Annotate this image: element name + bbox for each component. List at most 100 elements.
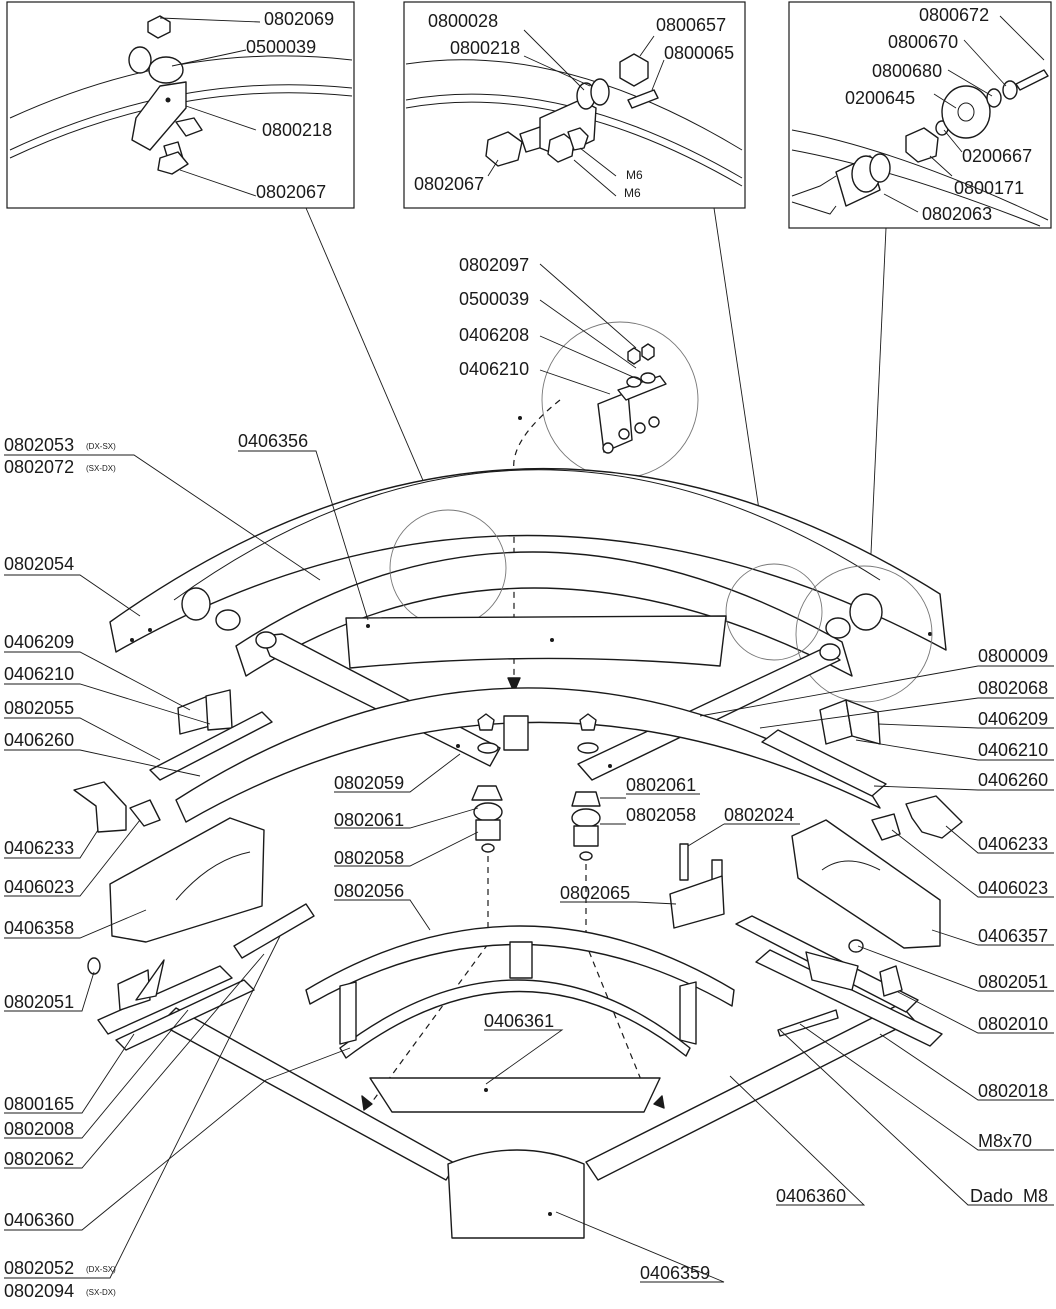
label-m8x70: M8x70 xyxy=(978,1131,1032,1151)
label-0802052-note: (DX-SX) xyxy=(86,1265,116,1274)
label-0802058-b: 0802058 xyxy=(626,805,696,825)
label-0800670: 0800670 xyxy=(888,32,958,52)
label-0802052: 0802052 xyxy=(4,1258,74,1278)
hardware-stack-right xyxy=(503,713,651,1103)
panel-0406361 xyxy=(369,1077,661,1113)
left-slide-assembly xyxy=(87,903,315,1051)
leaders-middle xyxy=(334,753,866,1283)
label-0802072-note: (SX-DX) xyxy=(86,464,116,473)
nut-right xyxy=(825,617,851,639)
label-0802053-note: (DX-SX) xyxy=(86,442,116,451)
detail-leader-1 xyxy=(305,207,441,521)
detail-box-roller xyxy=(788,1,1052,229)
label-0406358: 0406358 xyxy=(4,918,74,938)
clip-0406023-left xyxy=(129,799,161,827)
label-0802061-a: 0802061 xyxy=(334,810,404,830)
detail-ring-3 xyxy=(795,565,933,703)
clip-0406023-right xyxy=(871,813,901,841)
label-0406359: 0406359 xyxy=(640,1263,710,1283)
middle-curved-plate xyxy=(175,687,881,823)
roller-left xyxy=(181,587,211,621)
label-0406233-r: 0406233 xyxy=(978,834,1048,854)
arrow-head xyxy=(507,677,521,693)
label-0800171: 0800171 xyxy=(954,178,1024,198)
leaders-right xyxy=(699,665,1054,1206)
label-0802062: 0802062 xyxy=(4,1149,74,1169)
label-0406361: 0406361 xyxy=(484,1011,554,1031)
plate-0802055-right xyxy=(761,729,887,797)
label-0800009: 0800009 xyxy=(978,646,1048,666)
label-dado-m8: Dado M8 xyxy=(970,1186,1048,1206)
detail-box-bracket xyxy=(6,1,355,209)
label-0802051-l: 0802051 xyxy=(4,992,74,1012)
bolt-0802024-a xyxy=(679,843,689,881)
label-0406209-r: 0406209 xyxy=(978,709,1048,729)
label-0406356: 0406356 xyxy=(238,431,308,451)
label-0200667: 0200667 xyxy=(962,146,1032,166)
label-0800218-b: 0800218 xyxy=(450,38,520,58)
label-0406260-l: 0406260 xyxy=(4,730,74,750)
label-0802010: 0802010 xyxy=(978,1014,1048,1034)
detail-box-clamp xyxy=(403,1,746,209)
nut-left xyxy=(215,609,241,631)
label-0802067: 0802067 xyxy=(256,182,326,202)
outer-curved-rails xyxy=(109,416,947,677)
roller-right xyxy=(849,593,883,631)
label-0802055-l: 0802055 xyxy=(4,698,74,718)
label-0802061-b: 0802061 xyxy=(626,775,696,795)
label-0406023-r: 0406023 xyxy=(978,878,1048,898)
panel-0406359 xyxy=(447,1149,585,1239)
detail-connector-dashed xyxy=(513,399,561,680)
label-0802069: 0802069 xyxy=(264,9,334,29)
label-0802072: 0802072 xyxy=(4,457,74,477)
label-0406209-l: 0406209 xyxy=(4,632,74,652)
label-0802008: 0802008 xyxy=(4,1119,74,1139)
bracket-0406209-left xyxy=(177,695,211,735)
label-0802051-r: 0802051 xyxy=(978,972,1048,992)
label-0406208: 0406208 xyxy=(459,325,529,345)
bracket-0406233-left xyxy=(73,781,127,833)
block-0802065 xyxy=(669,875,725,929)
label-0800672: 0800672 xyxy=(919,5,989,25)
label-0406360-m: 0406360 xyxy=(776,1186,846,1206)
label-0406260-r: 0406260 xyxy=(978,770,1048,790)
lower-curved-rail-0802056 xyxy=(305,925,735,1059)
detail-ring-2 xyxy=(725,563,823,661)
plate-0802055-left xyxy=(149,711,273,781)
label-0406023-l: 0406023 xyxy=(4,877,74,897)
label-0800028: 0800028 xyxy=(428,11,498,31)
label-0802059: 0802059 xyxy=(334,773,404,793)
label-0800680: 0800680 xyxy=(872,61,942,81)
right-slide-assembly xyxy=(735,915,943,1047)
label-0802094: 0802094 xyxy=(4,1281,74,1301)
arrow-left xyxy=(361,1095,373,1111)
label-0802097: 0802097 xyxy=(459,255,529,275)
detail-circle-bracket xyxy=(539,263,699,479)
label-0802024: 0802024 xyxy=(724,805,794,825)
bracket-0406233-right xyxy=(905,795,963,839)
label-0500039: 0500039 xyxy=(246,37,316,57)
label-m6-b: M6 xyxy=(624,186,641,200)
label-0802054: 0802054 xyxy=(4,554,74,574)
leaders-left xyxy=(4,450,369,1279)
label-0802068: 0802068 xyxy=(978,678,1048,698)
label-0500039-c: 0500039 xyxy=(459,289,529,309)
label-0802058-a: 0802058 xyxy=(334,848,404,868)
label-0406357: 0406357 xyxy=(978,926,1048,946)
label-0802053: 0802053 xyxy=(4,435,74,455)
label-0406360-l: 0406360 xyxy=(4,1210,74,1230)
label-m6-a: M6 xyxy=(626,168,643,182)
label-0802065: 0802065 xyxy=(560,883,630,903)
label-0800657: 0800657 xyxy=(656,15,726,35)
label-0406210-r: 0406210 xyxy=(978,740,1048,760)
arrow-right xyxy=(653,1095,665,1109)
label-0800218: 0800218 xyxy=(262,120,332,140)
label-0406210-l: 0406210 xyxy=(4,664,74,684)
panel-0406356 xyxy=(345,615,727,669)
panel-0406357 xyxy=(791,819,941,949)
label-0406233-l: 0406233 xyxy=(4,838,74,858)
label-0802063: 0802063 xyxy=(922,204,992,224)
detail-leader-3 xyxy=(869,227,887,576)
label-0802018: 0802018 xyxy=(978,1081,1048,1101)
